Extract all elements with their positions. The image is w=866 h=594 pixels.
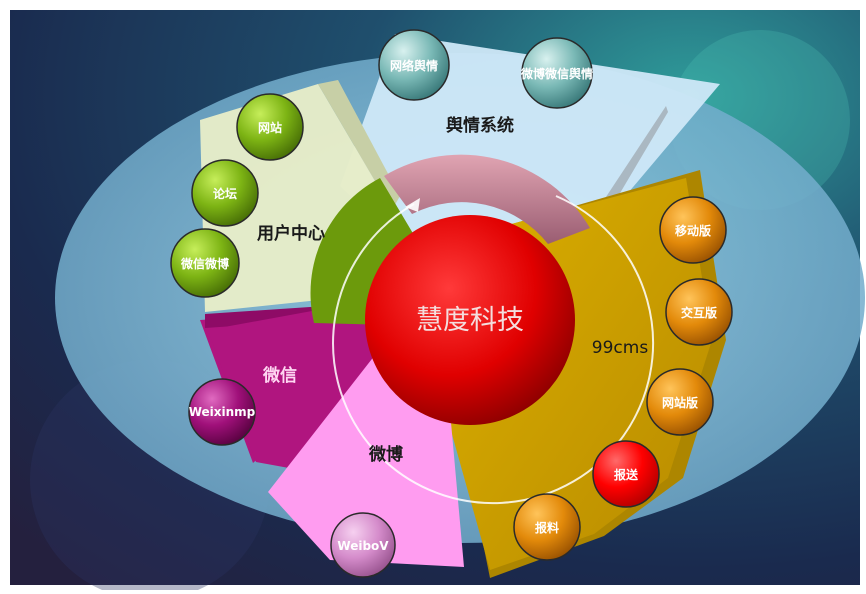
bubble-cms-3: 网站版 — [646, 368, 714, 436]
bubble-circle — [659, 196, 727, 264]
bubble-circle — [378, 29, 450, 101]
bubble-circle — [170, 228, 240, 298]
bubble-label: 报送 — [614, 467, 639, 482]
sector-label-cms: 99cms — [592, 338, 649, 358]
sector-label-weibo: 微博 — [368, 444, 403, 465]
sector-yuqing-edge — [600, 106, 668, 210]
sector-label-user: 用户中心 — [257, 223, 325, 244]
bubble-circle — [665, 278, 733, 346]
bubble-circle — [188, 378, 256, 446]
bubble-circle — [236, 93, 304, 161]
center-label: 慧度科技 — [416, 305, 524, 336]
bubble-yuqing-2: 微博微信舆情 — [520, 37, 593, 109]
bubble-label: 微信微博 — [180, 256, 229, 271]
bubble-circle — [521, 37, 593, 109]
ring-rose — [384, 154, 590, 244]
bubble-cms-5: 报料 — [513, 493, 581, 561]
ring-olive — [310, 178, 430, 325]
bubble-user-2: 论坛 — [191, 159, 259, 227]
bubble-weibo-1: WeiboV — [330, 512, 396, 578]
bubble-yuqing-1: 网络舆情 — [378, 29, 450, 101]
cycle-arrow — [332, 195, 655, 505]
bubble-circle — [191, 159, 259, 227]
bubble-label: WeiboV — [337, 539, 389, 553]
bubble-user-3: 微信微博 — [170, 228, 240, 298]
bubble-label: Weixinmp — [189, 405, 256, 419]
bubble-cms-1: 移动版 — [659, 196, 727, 264]
center-circle — [365, 215, 575, 425]
bubble-circle — [330, 512, 396, 578]
sector-label-weixin: 微信 — [262, 365, 297, 386]
bubble-label: 论坛 — [213, 186, 237, 201]
cycle-arrow-head — [405, 198, 420, 212]
sector-user-edge — [318, 80, 400, 210]
bubble-cms-4: 报送 — [592, 440, 660, 508]
bubble-cms-2: 交互版 — [665, 278, 733, 346]
bubble-user-1: 网站 — [236, 93, 304, 161]
bubble-label: 网络舆情 — [390, 58, 438, 73]
bubble-label: 移动版 — [675, 223, 711, 238]
bubble-circle — [646, 368, 714, 436]
sector-label-yuqing: 舆情系统 — [446, 115, 514, 136]
bubble-label: 微博微信舆情 — [520, 66, 593, 81]
bubble-label: 报料 — [535, 520, 559, 535]
bubble-label: 交互版 — [681, 305, 717, 320]
bubble-circle — [592, 440, 660, 508]
bubble-weixin-1: Weixinmp — [188, 378, 256, 446]
bubble-circle — [513, 493, 581, 561]
bubble-label: 网站 — [258, 120, 282, 135]
bubble-label: 网站版 — [662, 395, 698, 410]
